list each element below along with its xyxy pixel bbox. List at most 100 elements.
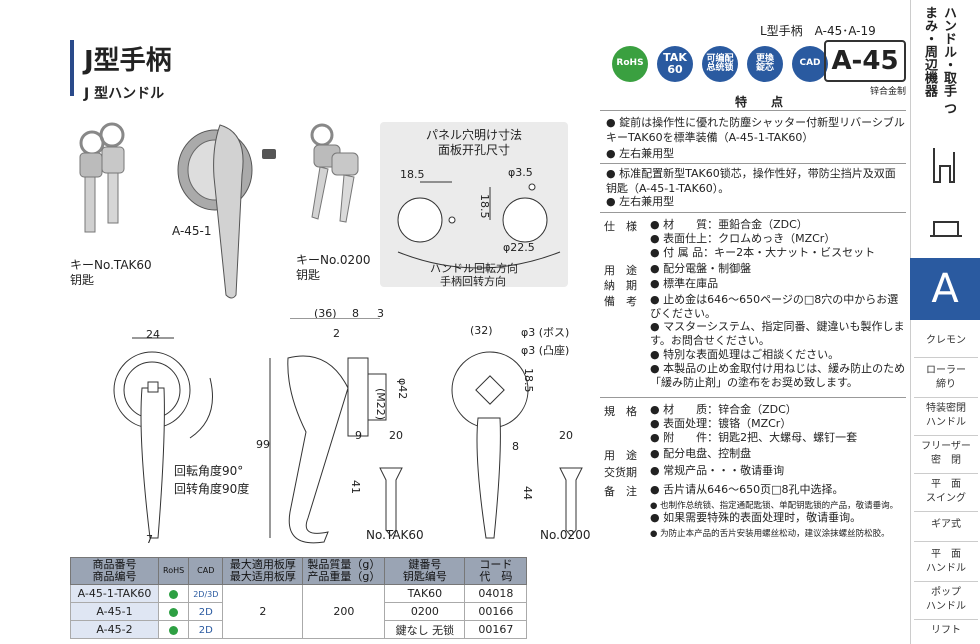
panel-dim: φ22.5	[503, 241, 535, 254]
handle-silhouette-icons	[930, 148, 962, 237]
delivery-label: 交货期	[604, 466, 637, 479]
col-part: 商品番号 商品编号	[70, 557, 159, 585]
side-tab-item[interactable]: フリーザー 密 閉	[914, 440, 978, 474]
dim-20b: 20	[559, 429, 573, 442]
note-value: ● 舌片请从646～650页□8孔中选择。	[650, 483, 844, 496]
side-tab-item[interactable]: リフト	[931, 625, 961, 636]
side-tab-item[interactable]: 平 面 スイング	[914, 478, 978, 512]
cad-link[interactable]: 2D	[188, 620, 224, 639]
product-code: A-45	[824, 40, 906, 82]
use-label: 用 途	[604, 449, 637, 462]
page-reference: L型手柄 A-45･A-19	[760, 24, 876, 38]
panel-dim: 18.5	[478, 194, 491, 219]
panel-cutout-drawing	[397, 181, 561, 269]
rohs-dot	[157, 620, 190, 639]
key-0200-image	[310, 123, 359, 223]
spec-label: 規 格	[604, 405, 637, 418]
rohs-dot	[157, 602, 190, 621]
col-key: 鍵番号 钥匙编号	[384, 557, 466, 585]
use-value: ● 配分电盘、控制盘	[650, 447, 752, 460]
dim-3: 3	[377, 307, 384, 320]
rohs-badge: RoHS	[612, 46, 648, 82]
model-label: A-45-1	[172, 224, 212, 238]
note-label: 備 考	[604, 295, 637, 308]
feature-jp-1: ● 錠前は操作性に優れた防塵シャッター付新型リバーシブルキーTAK60を標準装備…	[606, 116, 905, 144]
code: 00166	[464, 602, 528, 621]
col-weight: 製品質量（g） 产品重量（g）	[302, 557, 386, 585]
cad-link[interactable]: 2D	[188, 602, 224, 621]
feature-cn-1: ● 标准配置新型TAK60锁芯，操作性好，带防尘挡片及双面钥匙（A-45-1-T…	[606, 167, 896, 195]
product-photos	[79, 122, 359, 299]
rotation-direction-cn: 手柄回转方向	[440, 275, 506, 288]
dim-phi42: φ42	[396, 378, 409, 400]
col-rohs: RoHS	[157, 557, 190, 585]
key-no-tak60: No.TAK60	[366, 528, 424, 542]
key-number: TAK60	[384, 584, 466, 603]
note-value: ● 也制作总统锁、指定通配匙锁、单配钥匙锁的产品，敬请垂询。	[650, 501, 899, 511]
product-table: 商品番号 商品编号 RoHS CAD 最大適用板厚 最大适用板厚 製品質量（g）…	[70, 557, 528, 639]
side-tab-item[interactable]: ポップ ハンドル	[914, 586, 978, 620]
dim-24: 24	[146, 328, 160, 341]
delivery-value: ● 常规产品・・・敬请垂询	[650, 464, 785, 477]
spec-value: ● 附 件：钥匙2把、大螺母、螺钉一套	[650, 431, 858, 444]
max-thickness: 2	[222, 584, 304, 639]
side-tab-item[interactable]: ギア式	[914, 518, 978, 542]
side-category: ハンドル・取手 つまみ・周辺機器	[922, 6, 956, 115]
divider	[600, 110, 906, 111]
col-thickness: 最大適用板厚 最大适用板厚	[222, 557, 304, 585]
rohs-dot	[157, 584, 190, 603]
col-cad: CAD	[188, 557, 224, 585]
divider	[600, 397, 906, 398]
part-number: A-45-2	[70, 620, 159, 639]
panel-dim: 18.5	[400, 168, 425, 181]
panel-dim: φ3.5	[508, 166, 533, 179]
title-block: J型手柄 J 型ハンドル	[84, 40, 172, 103]
spec-value: ● 表面处理：镀铬（MZCr）	[650, 417, 792, 430]
cad-link[interactable]: 2D/3D	[188, 584, 224, 603]
key-number: 鍵なし 无锁	[384, 620, 466, 639]
cad-badge: CAD	[792, 46, 828, 82]
divider	[600, 163, 906, 164]
side-tab-a[interactable]: A	[910, 258, 980, 320]
key-no-0200: No.0200	[540, 528, 591, 542]
side-tab-item[interactable]: 平 面 ハンドル	[914, 548, 978, 582]
feature-cn-2: ● 左右兼用型	[606, 195, 675, 208]
side-tab-item[interactable]: クレモン	[914, 334, 978, 358]
rotation-angle-jp: 回転角度90°	[174, 464, 244, 478]
spec-value: ● 表面仕上：クロムめっき（MZCr）	[650, 232, 836, 245]
title-accent-bar	[70, 40, 74, 96]
tak60-badge: TAK 60	[657, 46, 693, 82]
spec-value: ● 材 質：亜鉛合金（ZDC）	[650, 218, 808, 231]
badge-row: RoHS TAK 60 可编配 总统锁 更換 錠芯 CAD	[612, 46, 828, 82]
feature-jp-2: ● 左右兼用型	[606, 147, 675, 160]
dim-36: (36)	[314, 307, 337, 320]
side-tab-item[interactable]: ローラー 締り	[914, 364, 978, 398]
dim-20: 20	[389, 429, 403, 442]
dim-9: 9	[355, 429, 362, 442]
page-subtitle: J 型ハンドル	[84, 86, 165, 102]
key-0200-label: キーNo.0200	[296, 253, 371, 267]
dim-99: 99	[256, 438, 270, 451]
side-tab-item[interactable]: 特装密閉 ハンドル	[914, 402, 978, 436]
master-key-badge: 可编配 总统锁	[702, 46, 738, 82]
dim-8b: 8	[512, 440, 519, 453]
dim-seat: φ3 (凸座)	[521, 344, 570, 357]
technical-drawings	[113, 318, 583, 544]
note-value: ● 为防止本产品的舌片安装用螺丝松动，建议涂抹螺丝防松胶。	[650, 529, 890, 539]
spec-value: ● 付 属 品：キー2本・大ナット・ビスセット	[650, 246, 876, 259]
dim-32: (32)	[470, 324, 493, 337]
part-number: A-45-1	[70, 602, 159, 621]
code: 00167	[464, 620, 528, 639]
dim-2: 2	[333, 327, 340, 340]
key-number: 0200	[384, 602, 466, 621]
use-label: 用 途	[604, 264, 637, 277]
divider	[600, 212, 906, 213]
dim-44: 44	[521, 486, 534, 500]
table-row: A-45-2 2D 鍵なし 无锁 00167	[70, 620, 528, 639]
key-tak60-label-cn: 钥匙	[70, 273, 95, 287]
key-0200-label-cn: 钥匙	[296, 268, 321, 282]
delivery-label: 納 期	[604, 279, 637, 292]
dim-7: 7	[146, 533, 153, 546]
handle-image	[177, 124, 276, 299]
panel-cutout-title: パネル穴明け寸法 面板开孔尺寸	[425, 128, 522, 157]
